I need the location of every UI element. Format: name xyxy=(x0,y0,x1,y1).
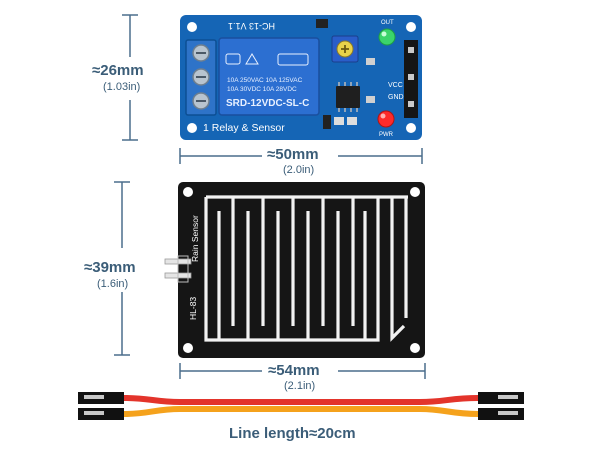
smd-resistor xyxy=(323,115,331,129)
mount-hole xyxy=(183,343,193,353)
mount-hole xyxy=(183,187,193,197)
relay-component: 10A 250VAC 10A 125VAC 10A 30VDC 10A 28VD… xyxy=(218,37,320,116)
relay-rating-line-1: 10A 250VAC 10A 125VAC xyxy=(227,77,303,84)
sensor-connector-pins xyxy=(164,255,192,283)
relay-width-inches: (2.0in) xyxy=(283,164,315,176)
wire-orange xyxy=(123,406,479,417)
sensor-width-label: ≈54mm xyxy=(268,362,320,379)
sensor-height-label: ≈39mm xyxy=(84,259,136,276)
mount-hole xyxy=(406,123,416,133)
relay-height-dimension xyxy=(122,14,138,141)
pin-label-gnd: GND xyxy=(388,94,404,101)
relay-width-label: ≈50mm xyxy=(267,146,319,163)
pin-header xyxy=(404,40,418,118)
mount-hole xyxy=(410,187,420,197)
smd-resistor xyxy=(334,117,344,125)
board-code: HC-13 V1.1 xyxy=(228,21,275,31)
jumper-cable xyxy=(78,392,524,420)
smd-resistor xyxy=(347,117,357,125)
pin-label-vcc: VCC xyxy=(388,82,403,89)
sensor-width-dimension xyxy=(179,363,426,379)
relay-module: 10A 250VAC 10A 125VAC 10A 30VDC 10A 28VD… xyxy=(180,15,422,140)
screw-terminal xyxy=(185,39,217,116)
sensor-model: HL-83 xyxy=(188,297,198,320)
rain-sensor-board: Rain Sensor HL-83 xyxy=(164,182,425,358)
relay-width-dimension xyxy=(179,148,423,164)
smd-resistor xyxy=(366,58,375,65)
sensor-width-inches: (2.1in) xyxy=(284,380,316,392)
relay-model: SRD-12VDC-SL-C xyxy=(226,98,309,109)
ic-chip xyxy=(336,82,360,112)
transistor xyxy=(316,19,328,28)
sensor-trace-fingers xyxy=(217,197,408,340)
sensor-label: Rain Sensor xyxy=(190,215,200,262)
smd-resistor xyxy=(366,96,375,103)
wire-red xyxy=(123,395,479,405)
relay-height-inches: (1.03in) xyxy=(103,81,141,93)
mount-hole xyxy=(410,343,420,353)
cable-length-caption: Line length≈20cm xyxy=(229,425,356,442)
relay-silkscreen-title: 1 Relay & Sensor xyxy=(203,122,285,134)
led-out-green xyxy=(378,28,396,46)
mount-hole xyxy=(187,123,197,133)
led-pwr-red xyxy=(377,110,395,128)
mount-hole xyxy=(406,22,416,32)
relay-rating-line-2: 10A 30VDC 10A 28VDC xyxy=(227,86,297,93)
potentiometer xyxy=(331,35,359,63)
sensor-height-dimension xyxy=(114,181,130,356)
mount-hole xyxy=(187,22,197,32)
led-label-pwr: PWR xyxy=(379,132,394,138)
sensor-traces xyxy=(204,195,408,342)
sensor-pcb xyxy=(178,182,425,358)
relay-height-label: ≈26mm xyxy=(92,62,144,79)
pin-label-out: OUT xyxy=(381,20,394,26)
sensor-height-inches: (1.6in) xyxy=(97,278,129,290)
